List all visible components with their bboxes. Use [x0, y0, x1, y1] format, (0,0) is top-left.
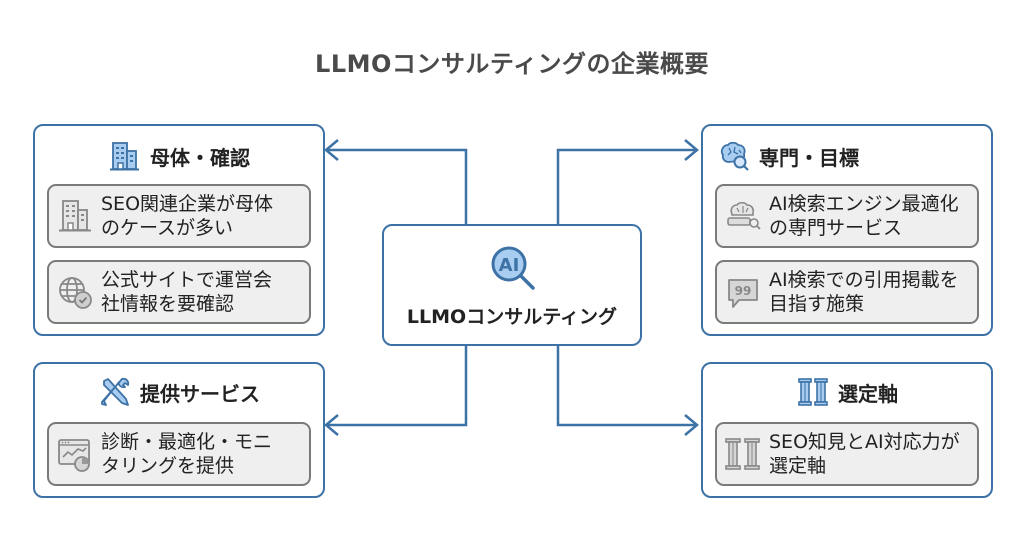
arrowhead-specialty — [684, 139, 699, 161]
item-text: AI検索エンジン最適化 の専門サービス — [769, 193, 959, 239]
quote-bubble-icon: 99 — [728, 279, 758, 308]
box-specialty-heading: 専門・目標 — [703, 138, 991, 174]
tools-icon — [101, 377, 130, 406]
heading-text: 母体・確認 — [150, 145, 250, 170]
building-icon — [110, 142, 139, 171]
item-text: AI検索での引用掲載を 目指す施策 — [769, 269, 959, 315]
heading-text: 提供サービス — [140, 381, 260, 406]
heading-text: 選定軸 — [838, 381, 898, 406]
arrowhead-parent — [324, 139, 339, 161]
list-item: AI検索エンジン最適化 の専門サービス — [715, 184, 979, 248]
box-criteria-heading: 選定軸 — [703, 374, 991, 410]
item-text: 診断・最適化・モニ タリングを提供 — [101, 431, 273, 477]
arrowhead-criteria — [684, 414, 699, 436]
box-parent-heading: 母体・確認 — [35, 138, 323, 174]
item-text: SEO知見とAI対応力が 選定軸 — [769, 431, 960, 477]
box-criteria: 選定軸 SEO知見とAI対応力が 選定軸 — [701, 362, 993, 498]
heading-text: 専門・目標 — [759, 145, 859, 170]
box-services: 提供サービス 診断・最適化・モニ タリングを提供 — [33, 362, 325, 498]
brain-search-icon — [720, 141, 749, 171]
center-node: AI LLMOコンサルティング — [382, 224, 642, 346]
item-text: SEO関連企業が母体 のケースが多い — [101, 193, 274, 239]
pillars-icon — [798, 378, 828, 406]
list-item: 公式サイトで運営会 社情報を要確認 — [47, 260, 311, 324]
list-item: SEO関連企業が母体 のケースが多い — [47, 184, 311, 248]
ai-search-icon: AI — [491, 246, 535, 290]
building-icon — [59, 200, 91, 232]
arrowhead-services — [324, 414, 339, 436]
item-text: 公式サイトで運営会 社情報を要確認 — [101, 269, 273, 315]
connector-to-criteria — [556, 346, 697, 427]
list-item: 診断・最適化・モニ タリングを提供 — [47, 422, 311, 486]
globe-check-icon — [59, 277, 92, 309]
center-label: LLMOコンサルティング — [406, 306, 618, 328]
connector-to-specialty — [556, 148, 697, 224]
connector-to-services — [326, 346, 468, 427]
brain-searchbar-icon — [727, 201, 761, 230]
diagram-title: LLMOコンサルティングの企業概要 — [315, 50, 709, 78]
box-services-heading: 提供サービス — [35, 374, 323, 410]
connector-to-parent — [326, 148, 468, 224]
svg-text:AI: AI — [499, 255, 520, 276]
list-item: 99 AI検索での引用掲載を 目指す施策 — [715, 260, 979, 324]
list-item: SEO知見とAI対応力が 選定軸 — [715, 422, 979, 486]
pillars-icon — [725, 438, 760, 470]
analytics-window-icon — [58, 439, 90, 472]
box-parent-company: 母体・確認 SEO関連企業が母体 のケースが多い 公式サイトで運営会 社情報を要… — [33, 124, 325, 336]
box-specialty-goal: 専門・目標 AI検索エンジン最適化 の専門サービス 99 AI検索での引用掲載を… — [701, 124, 993, 336]
svg-text:99: 99 — [735, 284, 752, 298]
